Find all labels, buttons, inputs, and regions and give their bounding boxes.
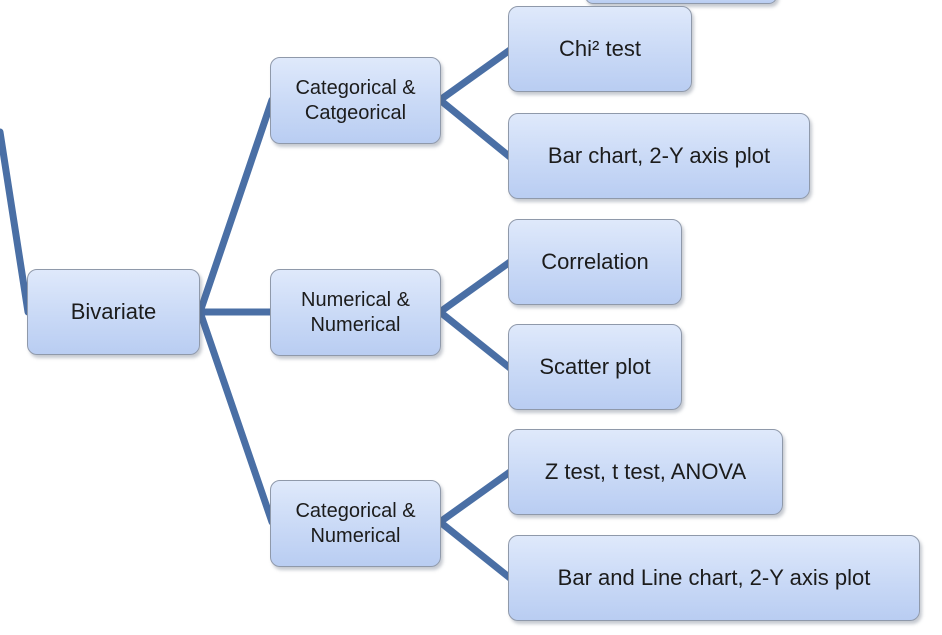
leaf-label: Correlation bbox=[541, 248, 649, 274]
leaf-label: Z test, t test, ANOVA bbox=[544, 458, 747, 484]
node-categorical-categorical: Categorical & Catgeorical bbox=[270, 57, 441, 144]
connector-group-2-to-leaf-2 bbox=[436, 308, 514, 372]
node-label-line-1: Categorical & bbox=[295, 77, 416, 100]
leaf-scatter-plot: Scatter plot bbox=[508, 324, 682, 410]
node-label-line-2: Numerical bbox=[310, 524, 401, 547]
node-categorical-numerical: Categorical & Numerical bbox=[270, 480, 441, 567]
node-numerical-numerical: Numerical & Numerical bbox=[270, 269, 441, 356]
node-bivariate-label: Bivariate bbox=[70, 298, 157, 324]
connector-group-2-to-leaf-1 bbox=[436, 258, 514, 316]
connector-group-1-to-leaf-2 bbox=[436, 96, 514, 161]
connector-bivariate-to-group-1 bbox=[196, 96, 276, 316]
connector-parent-to-bivariate bbox=[0, 128, 32, 316]
leaf-bar-chart-2y-axis-plot: Bar chart, 2-Y axis plot bbox=[508, 113, 810, 199]
leaf-label: Bar and Line chart, 2-Y axis plot bbox=[557, 564, 871, 590]
connector-group-3-to-leaf-2 bbox=[436, 518, 514, 582]
node-label-line-2: Catgeorical bbox=[304, 101, 407, 124]
node-label-line-1: Numerical & bbox=[301, 289, 410, 312]
connector-bivariate-to-group-3 bbox=[196, 308, 276, 526]
leaf-label: Bar chart, 2-Y axis plot bbox=[547, 142, 771, 168]
leaf-chi-square-test: Chi² test bbox=[508, 6, 692, 92]
leaf-bar-and-line-chart-2y-axis-plot: Bar and Line chart, 2-Y axis plot bbox=[508, 535, 920, 621]
leaf-correlation: Correlation bbox=[508, 219, 682, 305]
partial-node-top bbox=[585, 0, 777, 4]
leaf-label: Scatter plot bbox=[539, 353, 651, 379]
connector-group-3-to-leaf-1 bbox=[436, 468, 514, 526]
node-label-line-2: Numerical bbox=[310, 313, 401, 336]
leaf-label: Chi² test bbox=[559, 35, 641, 61]
leaf-z-test-t-test-anova: Z test, t test, ANOVA bbox=[508, 429, 783, 515]
connector-group-1-to-leaf-1 bbox=[436, 46, 514, 104]
node-bivariate: Bivariate bbox=[27, 269, 200, 355]
node-label-line-1: Categorical & bbox=[295, 500, 416, 523]
